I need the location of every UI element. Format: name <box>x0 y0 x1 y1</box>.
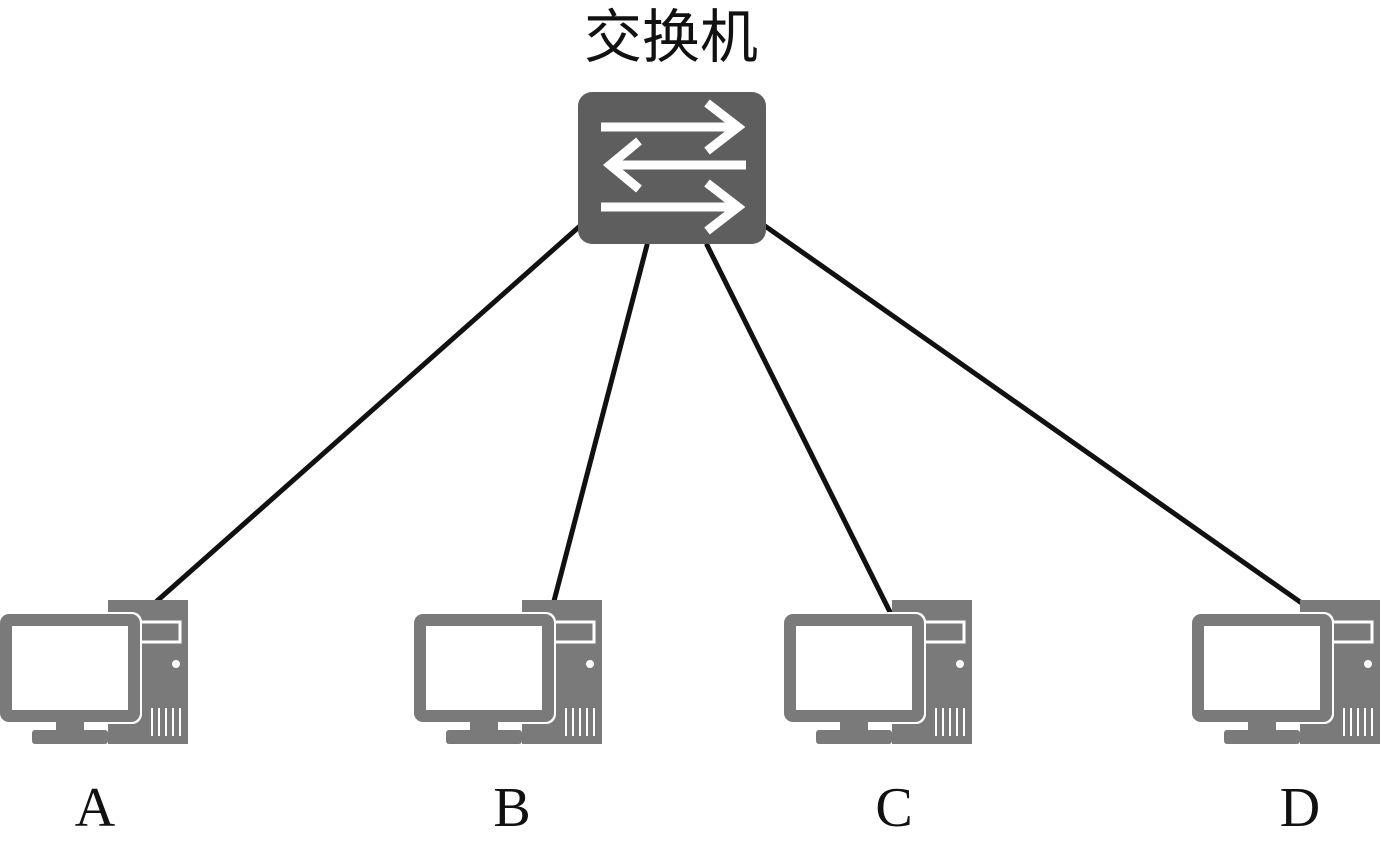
desktop-computer-icon <box>414 600 604 746</box>
desktop-computer-icon <box>0 600 190 746</box>
computer-label-A: A <box>75 777 116 839</box>
desktop-computer-icon <box>1192 600 1382 746</box>
computer-label-C: C <box>875 777 912 839</box>
computer-A: A <box>0 600 190 839</box>
computer-D: D <box>1192 600 1382 839</box>
link-to-B <box>551 242 650 604</box>
link-to-C <box>704 242 893 615</box>
link-to-D <box>762 223 1306 607</box>
computer-B: B <box>414 600 604 839</box>
computer-C: C <box>784 600 974 839</box>
computer-label-B: B <box>493 777 530 839</box>
desktop-computer-icon <box>784 600 974 746</box>
network-switch-icon <box>578 92 766 244</box>
computer-label-D: D <box>1280 777 1320 839</box>
switch-label: 交换机 <box>584 3 758 71</box>
network-links <box>154 223 1306 615</box>
link-to-A <box>154 223 583 604</box>
